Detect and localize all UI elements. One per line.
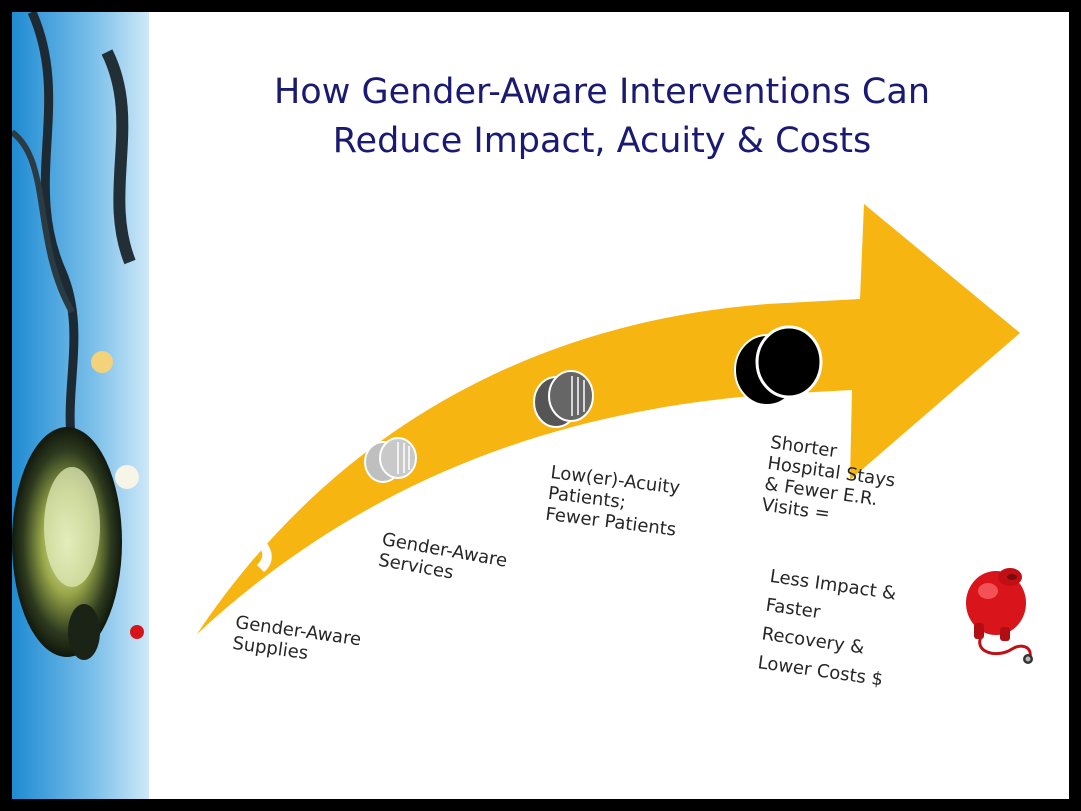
outcome-label: Less Impact & Faster Recovery & Lower Co… [756,562,898,695]
title-line-1: How Gender-Aware Interventions Can [273,72,930,112]
stage-label-hospital-stays: Shorter Hospital Stays & Fewer E.R. Visi… [760,432,899,533]
coin-light-icon [364,437,417,483]
coin-medium-icon [533,370,594,428]
coin-black-icon [734,325,823,406]
arrow-notch [257,542,272,572]
curved-arrow-shape [197,204,1020,634]
piggy-bank-stethoscope-icon [966,568,1033,664]
slide-title: How Gender-Aware Interventions Can Reduc… [162,68,1042,166]
progress-arrow-diagram [197,204,1020,634]
title-line-2: Reduce Impact, Acuity & Costs [332,121,872,161]
stethoscope-side-image [12,12,149,799]
